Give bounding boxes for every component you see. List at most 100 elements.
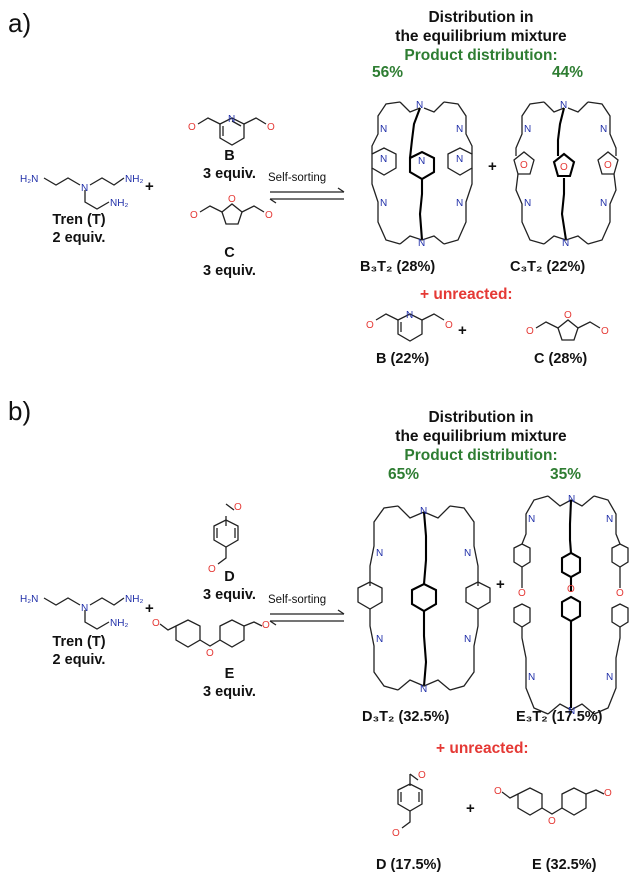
atom-o: O bbox=[518, 588, 526, 599]
atom-n: N bbox=[376, 634, 383, 645]
atom-n: N bbox=[528, 672, 535, 683]
atom-n: N bbox=[560, 100, 567, 111]
d-equiv: 3 equiv. bbox=[203, 587, 256, 603]
b-name: B bbox=[224, 148, 235, 164]
plus-sign: + bbox=[496, 576, 505, 593]
atom-n: N bbox=[228, 114, 235, 125]
atom-o: O bbox=[152, 618, 160, 629]
atom-n: N bbox=[380, 124, 387, 135]
plus-sign: + bbox=[145, 600, 154, 617]
tren-equiv: 2 equiv. bbox=[52, 230, 106, 246]
atom-n: N bbox=[380, 154, 387, 165]
atom-o: O bbox=[267, 122, 275, 133]
d3t2-label: D₃T₂ (32.5%) bbox=[362, 709, 450, 725]
tren-label-b: Tren (T) 2 equiv. bbox=[24, 633, 134, 669]
tren-name: Tren (T) bbox=[52, 634, 106, 650]
atom-nh2: NH₂ bbox=[110, 198, 128, 209]
e-equiv: 3 equiv. bbox=[203, 684, 256, 700]
atom-o: O bbox=[262, 620, 270, 631]
atom-o: O bbox=[206, 648, 214, 659]
atom-o: O bbox=[526, 326, 534, 337]
atom-n: N bbox=[568, 706, 575, 717]
d-name: D bbox=[224, 569, 235, 585]
tren-name: Tren (T) bbox=[52, 212, 106, 228]
cage-b3t2: N N N N N N N N N bbox=[371, 100, 473, 249]
atom-n: N bbox=[600, 198, 607, 209]
cage-e3t2: N N N O O O N N N bbox=[513, 494, 629, 717]
product-distribution-label: Product distribution: bbox=[404, 47, 558, 64]
atom-n: N bbox=[420, 684, 427, 695]
atom-n: N bbox=[456, 124, 463, 135]
plus-sign: + bbox=[466, 800, 475, 817]
atom-o: O bbox=[601, 326, 609, 337]
percent-b3t2: 56% bbox=[372, 64, 404, 81]
atom-n: N bbox=[81, 183, 88, 194]
header-line-1: Distribution in bbox=[428, 9, 534, 26]
arrow-label-b: Self-sorting bbox=[268, 594, 327, 606]
atom-n: N bbox=[380, 198, 387, 209]
equilibrium-arrow-a bbox=[269, 187, 345, 204]
atom-o: O bbox=[604, 160, 612, 171]
percent-d3t2: 65% bbox=[388, 466, 420, 483]
unreacted-c-structure: O O O bbox=[526, 310, 609, 341]
atom-o: O bbox=[567, 584, 575, 595]
unreacted-b-structure: O O N bbox=[366, 310, 453, 342]
plus-sign: + bbox=[488, 158, 497, 175]
e-label: E 3 equiv. bbox=[192, 665, 267, 701]
plus-sign: + bbox=[145, 178, 154, 195]
atom-o: O bbox=[392, 828, 400, 839]
percent-e3t2: 35% bbox=[550, 466, 582, 483]
b3t2-label: B₃T₂ (28%) bbox=[360, 259, 436, 275]
atom-n: N bbox=[418, 238, 425, 249]
atom-o: O bbox=[234, 502, 242, 513]
c-label: C 3 equiv. bbox=[192, 244, 267, 280]
equilibrium-arrow-b bbox=[269, 609, 345, 626]
unreacted-e-structure: O O O bbox=[494, 786, 612, 827]
panel-b-letter: b) bbox=[8, 396, 32, 426]
atom-n: N bbox=[600, 124, 607, 135]
header-line-1: Distribution in bbox=[428, 409, 534, 426]
oxybisbenzaldehyde-e: O O O bbox=[152, 618, 270, 659]
furan-dialdehyde-c: O O O bbox=[190, 194, 273, 225]
header-line-2: the equilibrium mixture bbox=[395, 428, 567, 445]
panel-b-header: Distribution in the equilibrium mixture … bbox=[376, 408, 586, 465]
atom-n: N bbox=[562, 238, 569, 249]
unreacted-label-b: + unreacted: bbox=[436, 740, 529, 757]
unreacted-d-structure: O O bbox=[392, 770, 426, 839]
unreacted-d-label: D (17.5%) bbox=[376, 857, 442, 873]
atom-n: N bbox=[456, 154, 463, 165]
atom-o: O bbox=[520, 160, 528, 171]
atom-o: O bbox=[604, 788, 612, 799]
unreacted-e-label: E (32.5%) bbox=[532, 857, 597, 873]
atom-n: N bbox=[464, 548, 471, 559]
atom-o: O bbox=[366, 320, 374, 331]
atom-n: N bbox=[568, 494, 575, 505]
atom-n: N bbox=[406, 310, 413, 321]
atom-n: N bbox=[464, 634, 471, 645]
header-line-2: the equilibrium mixture bbox=[395, 28, 567, 45]
arrow-label-a: Self-sorting bbox=[268, 172, 327, 184]
c3t2-label: C₃T₂ (22%) bbox=[510, 259, 586, 275]
b-label: B 3 equiv. bbox=[192, 147, 267, 183]
e3t2-label: E₃T₂ (17.5%) bbox=[516, 709, 603, 725]
atom-n: N bbox=[416, 100, 423, 111]
d-label: D 3 equiv. bbox=[192, 568, 267, 604]
tren-structure-a: H₂N N NH₂ NH₂ bbox=[20, 174, 143, 210]
b-equiv: 3 equiv. bbox=[203, 166, 256, 182]
tren-structure-b: H₂N N NH₂ NH₂ bbox=[20, 594, 143, 630]
atom-o: O bbox=[616, 588, 624, 599]
unreacted-label-a: + unreacted: bbox=[420, 286, 513, 303]
atom-nh2: NH₂ bbox=[125, 594, 143, 605]
atom-o: O bbox=[190, 210, 198, 221]
atom-nh2: NH₂ bbox=[125, 174, 143, 185]
atom-n: N bbox=[524, 124, 531, 135]
pyridine-dialdehyde-b: O O N bbox=[188, 114, 275, 146]
atom-o: O bbox=[228, 194, 236, 205]
c-equiv: 3 equiv. bbox=[203, 263, 256, 279]
atom-n: N bbox=[456, 198, 463, 209]
atom-n: N bbox=[376, 548, 383, 559]
terephthalaldehyde-d: O O bbox=[208, 502, 242, 575]
cage-d3t2: N N N N N N bbox=[357, 505, 491, 695]
plus-sign: + bbox=[458, 322, 467, 339]
c-name: C bbox=[224, 245, 235, 261]
